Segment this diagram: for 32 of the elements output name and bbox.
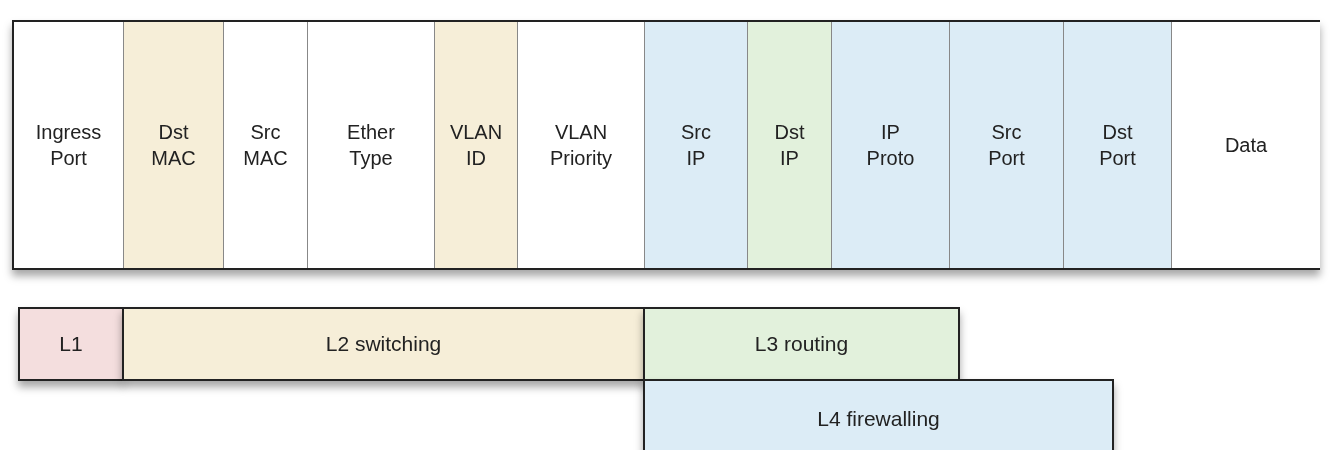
layer-bar [643, 379, 1114, 450]
field-label: Src Port [988, 120, 1025, 171]
header-field-cell [950, 22, 1064, 268]
header-field-cell [1172, 22, 1320, 268]
layer-label: L1 [59, 332, 83, 356]
header-field-cell [308, 22, 435, 268]
field-label: Src IP [681, 120, 711, 171]
header-field-cell [518, 22, 645, 268]
header-field-cell [748, 22, 832, 268]
field-label: Data [1224, 133, 1268, 158]
field-label: Src MAC [243, 120, 288, 171]
header-field-cell [224, 22, 308, 268]
field-label: Ingress Port [35, 120, 102, 171]
header-field-cell [124, 22, 224, 268]
field-label: IP Proto [866, 120, 915, 171]
header-field-cell [645, 22, 748, 268]
field-label: Dst Port [1099, 120, 1136, 171]
layer-label: L4 firewalling [817, 407, 940, 431]
field-label: VLAN Priority [549, 120, 613, 171]
header-field-cell [832, 22, 950, 268]
layer-bar [122, 307, 645, 381]
field-label: Dst MAC [151, 120, 196, 171]
header-field-cell [435, 22, 518, 268]
layer-bar [643, 307, 960, 381]
field-label: VLAN ID [449, 120, 503, 171]
field-label: Dst IP [774, 120, 805, 171]
field-label: Ether Type [347, 120, 395, 171]
header-field-cell [1064, 22, 1172, 268]
layer-label: L3 routing [754, 332, 849, 356]
header-field-cell [14, 22, 124, 268]
layer-label: L2 switching [325, 332, 442, 356]
layer-bar [18, 307, 124, 381]
